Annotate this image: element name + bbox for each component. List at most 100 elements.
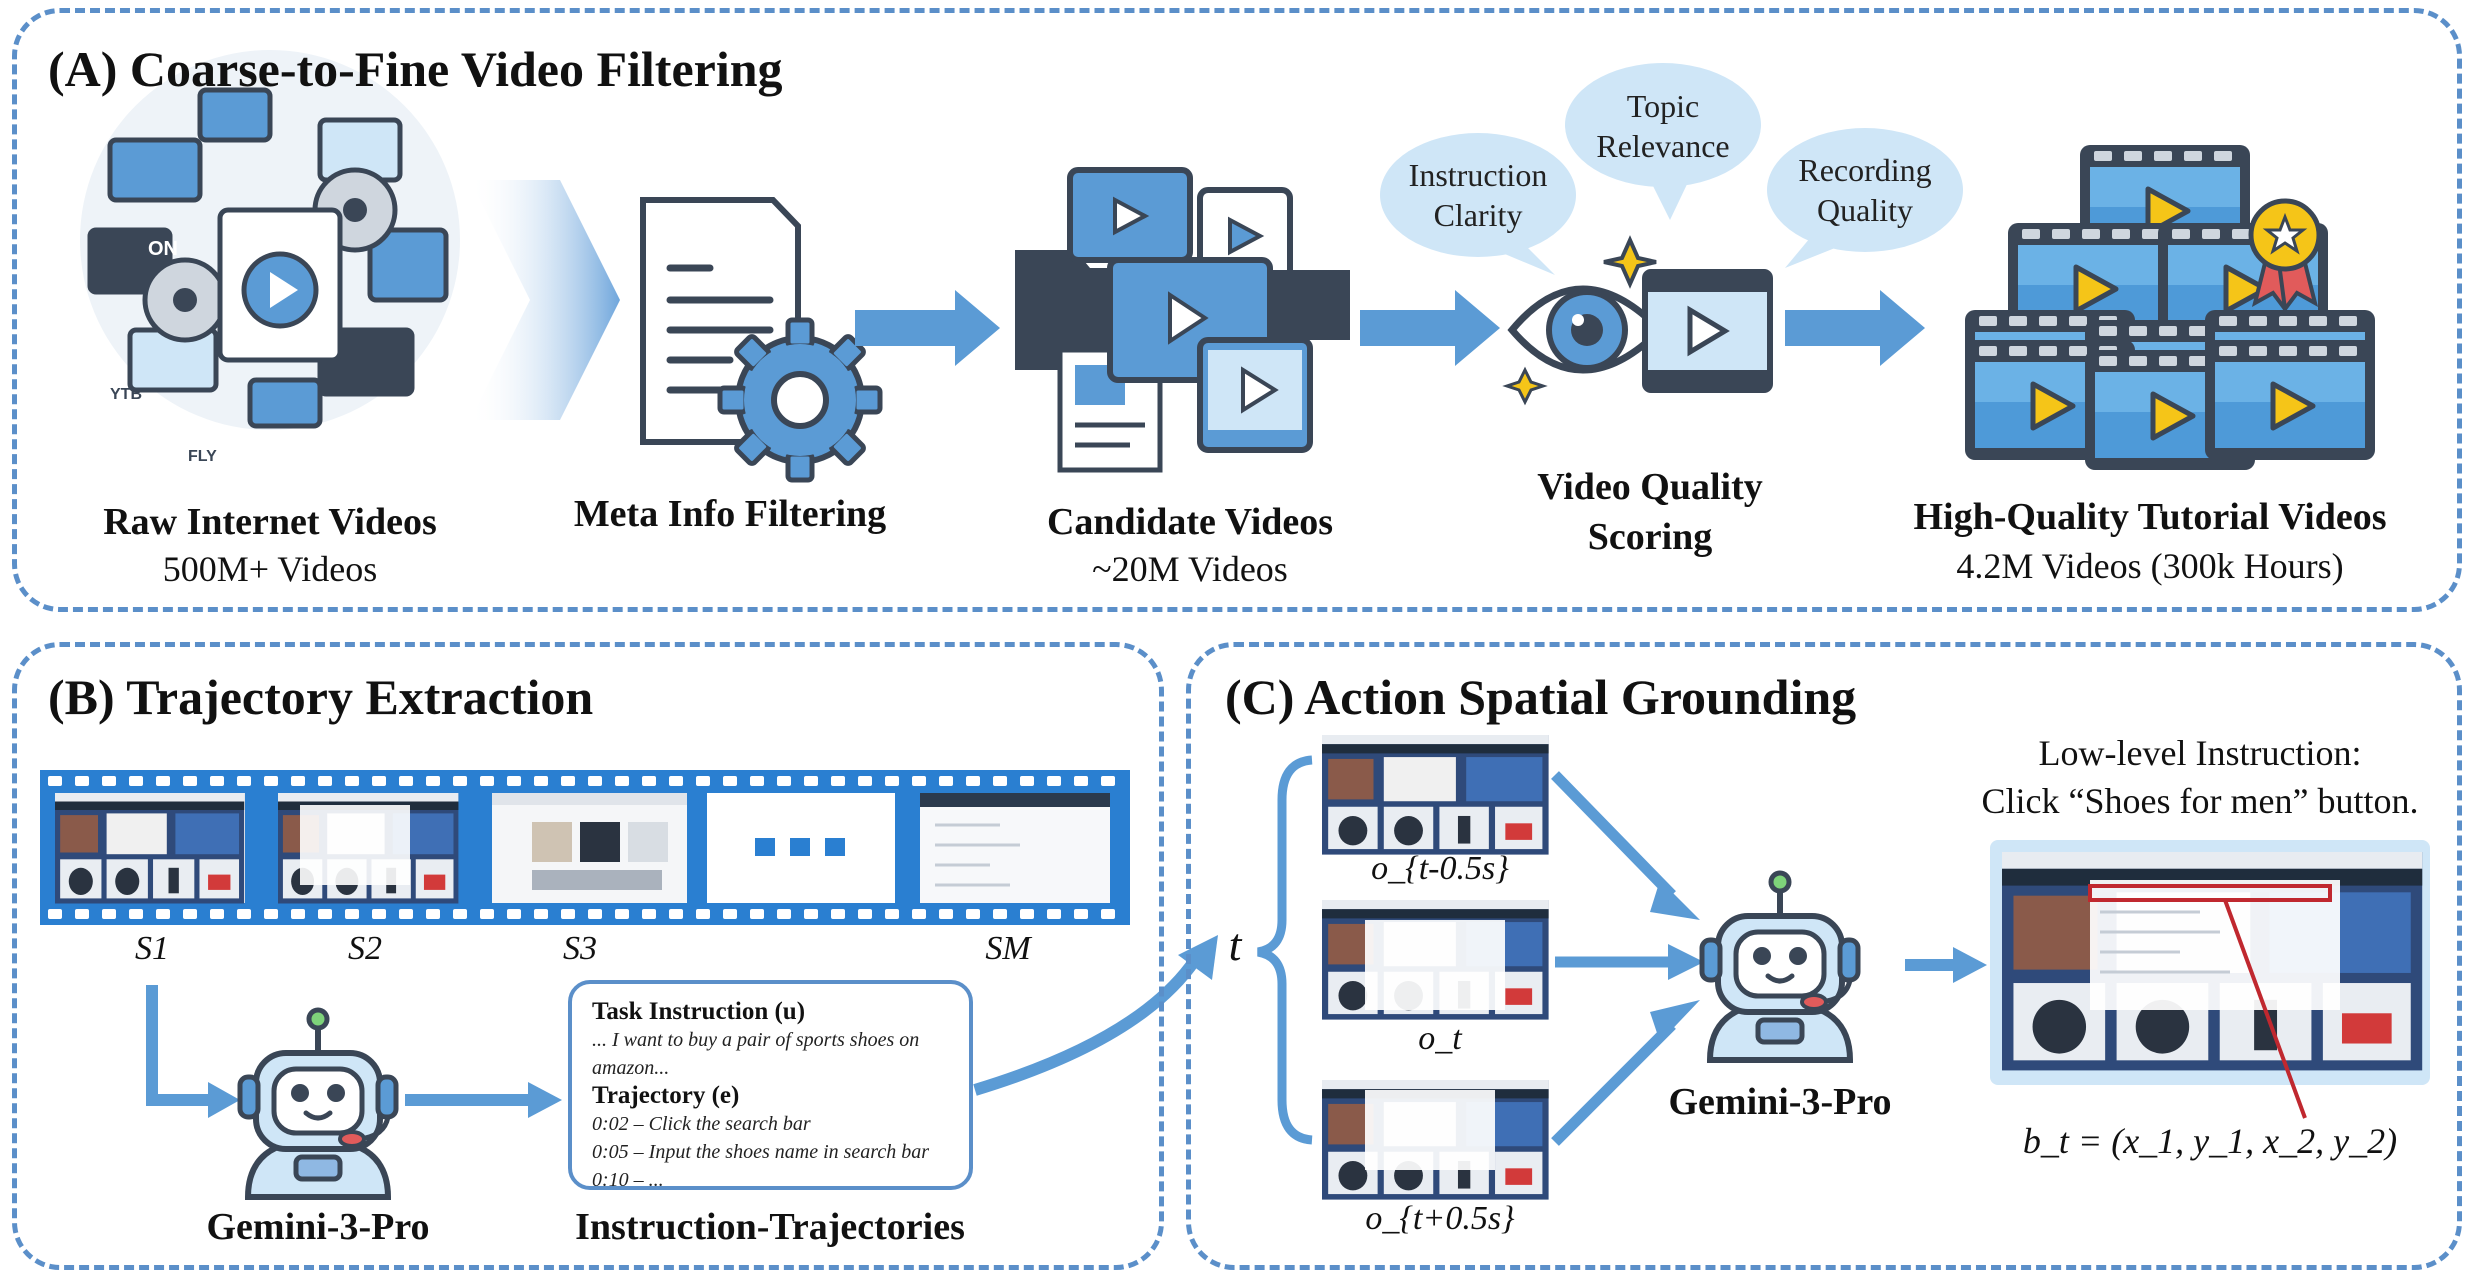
film-perforation <box>966 909 980 919</box>
film-perforation <box>75 909 89 919</box>
film-perforation <box>318 909 332 919</box>
frame-label-s2: S2 <box>348 930 382 967</box>
film-perforation <box>102 776 116 786</box>
film-perforation <box>426 776 440 786</box>
film-perforation <box>750 776 764 786</box>
film-perforation <box>588 776 602 786</box>
film-perforation <box>534 909 548 919</box>
film-frame-s3 <box>492 793 687 903</box>
film-perforation <box>426 909 440 919</box>
raw-videos-label: Raw Internet Videos <box>103 501 437 543</box>
speech-bubbles <box>1380 63 1963 275</box>
icon-badge-ytb: YTB <box>110 386 142 403</box>
film-perforation <box>561 776 575 786</box>
film-perforation <box>912 776 926 786</box>
film-perforation <box>1074 909 1088 919</box>
candidate-videos-label: Candidate Videos <box>1046 501 1334 543</box>
t-brace <box>1256 755 1313 1145</box>
frame-o-t <box>1322 900 1549 1020</box>
film-perforation <box>264 776 278 786</box>
film-perforation <box>939 776 953 786</box>
bubble-recording-line2: Quality <box>1817 192 1913 228</box>
arrows-frames-to-model <box>1551 771 1676 1146</box>
bubble-topic-relevance: Topic Relevance <box>1565 86 1761 166</box>
t-label: t <box>1228 919 1242 970</box>
film-perforation <box>669 776 683 786</box>
icon-badge-on: ON <box>148 238 178 260</box>
trajectory-step: 0:05 – Input the shoes name in search ba… <box>592 1141 929 1163</box>
trajectory-step: 0:02 – Click the search bar <box>592 1113 811 1135</box>
frame-o-t-plus <box>1322 1080 1549 1200</box>
film-perforation <box>1020 909 1034 919</box>
frame-label-s1: S1 <box>135 930 169 967</box>
bbox-formula: b_t = (x_1, y_1, x_2, y_2) <box>2022 1121 2398 1161</box>
trajectories-label: Instruction-Trajectories <box>575 1206 965 1248</box>
film-perforation <box>453 909 467 919</box>
film-perforation <box>48 776 62 786</box>
film-perforation <box>804 909 818 919</box>
film-frame-sm <box>920 793 1110 903</box>
film-perforation <box>804 776 818 786</box>
film-perforation <box>723 776 737 786</box>
film-perforation <box>183 909 197 919</box>
film-perforation <box>615 776 629 786</box>
film-perforation <box>345 776 359 786</box>
arrow-candidate-to-scoring <box>1360 290 1500 366</box>
arrow-card-to-t <box>973 956 1200 1096</box>
bbox-highlight <box>2088 884 2332 902</box>
film-perforation <box>237 909 251 919</box>
hq-videos-pyramid-icon <box>1965 145 2375 470</box>
film-perforation <box>723 909 737 919</box>
film-perforation <box>1020 776 1034 786</box>
film-perforation <box>102 909 116 919</box>
model-label-b: Gemini-3-Pro <box>206 1206 430 1248</box>
bubble-recording-quality: Recording Quality <box>1767 150 1963 230</box>
scoring-label-line2: Scoring <box>1587 516 1713 558</box>
scoring-label-line1: Video Quality <box>1537 466 1763 508</box>
bubble-instruction-line1: Instruction <box>1408 157 1548 193</box>
film-perforation <box>372 909 386 919</box>
film-perforation <box>831 909 845 919</box>
arrow-scoring-to-hq <box>1785 290 1925 366</box>
film-perforation <box>615 909 629 919</box>
panel-a-title: (A) Coarse-to-Fine Video Filtering <box>48 41 783 97</box>
film-perforation <box>696 909 710 919</box>
film-perforation <box>966 776 980 786</box>
film-perforation <box>1074 776 1088 786</box>
task-line1: ... I want to buy a pair of sports shoes… <box>592 1029 920 1051</box>
film-perforation <box>561 909 575 919</box>
model-label-c: Gemini-3-Pro <box>1668 1081 1892 1123</box>
film-perforation <box>993 909 1007 919</box>
film-perforation <box>291 776 305 786</box>
film-perforation <box>507 909 521 919</box>
film-perforation <box>885 776 899 786</box>
film-perforation <box>156 776 170 786</box>
film-perforation <box>399 909 413 919</box>
film-perforation <box>345 909 359 919</box>
film-perforation <box>696 776 710 786</box>
bubble-topic-line2: Relevance <box>1596 128 1730 164</box>
film-perforation <box>480 776 494 786</box>
film-perforation <box>777 776 791 786</box>
panel-c <box>1186 642 2462 1270</box>
instruction-line2: Click “Shoes for men” button. <box>1981 781 2419 821</box>
film-perforation <box>588 909 602 919</box>
film-perforation <box>642 909 656 919</box>
film-perforation <box>291 909 305 919</box>
hq-videos-label: High-Quality Tutorial Videos <box>1913 496 2387 538</box>
arrow-meta-to-candidate <box>855 290 1000 366</box>
film-perforation <box>642 776 656 786</box>
hq-videos-count: 4.2M Videos (300k Hours) <box>1956 546 2344 586</box>
frame-label-o-t: o_t <box>1418 1020 1462 1057</box>
panel-a <box>12 8 2462 612</box>
film-perforation <box>183 776 197 786</box>
film-perforation <box>885 909 899 919</box>
film-frame-ellipsis <box>755 838 845 856</box>
film-perforation <box>831 776 845 786</box>
frame-label-sm: SM <box>985 930 1031 967</box>
fade-arrow-1 <box>470 180 620 420</box>
film-perforation <box>912 909 926 919</box>
instruction-line1: Low-level Instruction: <box>2038 733 2362 773</box>
bbox-pointer-line <box>2223 899 2307 1119</box>
